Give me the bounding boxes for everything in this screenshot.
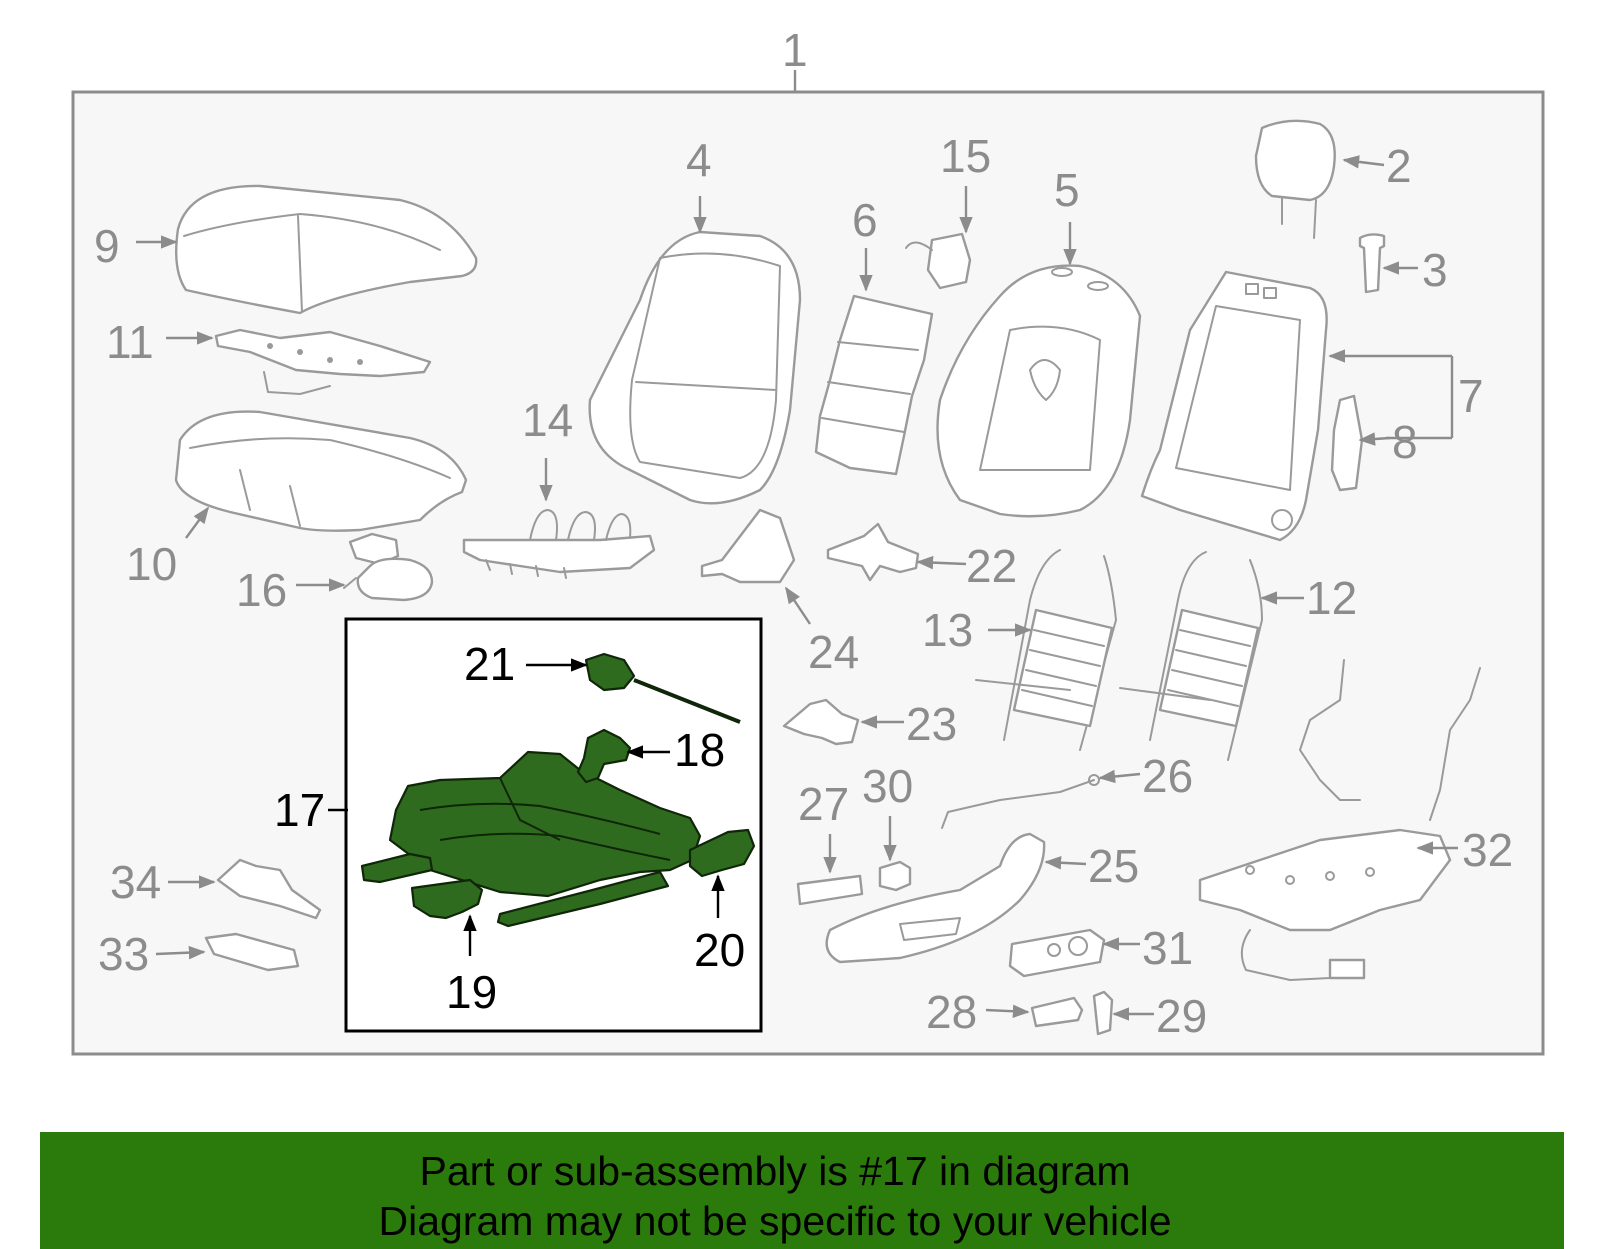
callout-30: 30: [862, 760, 913, 812]
part-17-seat-adjuster: [360, 750, 702, 928]
callout-9: 9: [94, 220, 120, 272]
part-34-bracket: [216, 858, 322, 920]
banner-text: Part or sub-assembly is #17 in diagram D…: [40, 1146, 1510, 1246]
part-23-trim: [782, 698, 860, 746]
part-29-clip: [1092, 990, 1114, 1036]
part-3-guide: [1358, 233, 1386, 294]
part-9-cushion-cover: [175, 184, 478, 315]
callout-33: 33: [98, 928, 149, 980]
callout-25: 25: [1088, 840, 1139, 892]
part-7-back-frame: [1140, 270, 1328, 542]
callout-28: 28: [926, 986, 977, 1038]
callout-29: 29: [1156, 990, 1207, 1042]
callout-15: 15: [940, 130, 991, 182]
banner-line-1: Part or sub-assembly is #17 in diagram: [419, 1148, 1131, 1194]
callout-7: 7: [1458, 370, 1484, 422]
callout-20: 20: [694, 924, 745, 976]
part-31-switch: [1008, 928, 1106, 978]
part-2-headrest: [1254, 119, 1336, 239]
part-10-cushion-pad: [174, 410, 468, 532]
part-19-motor: [410, 878, 484, 920]
callout-18: 18: [674, 724, 725, 776]
callout-22: 22: [966, 540, 1017, 592]
part-12-spring: [1119, 551, 1263, 761]
callout-26: 26: [1142, 750, 1193, 802]
part-22-trim: [826, 522, 920, 582]
callout-27: 27: [798, 778, 849, 830]
part-6-heater-mat: [814, 294, 934, 476]
callout-34: 34: [110, 856, 161, 908]
callout-3: 3: [1422, 244, 1448, 296]
callout-12: 12: [1306, 572, 1357, 624]
callout-17: 17: [274, 784, 325, 836]
part-18-motor: [576, 728, 632, 784]
callout-31: 31: [1142, 922, 1193, 974]
part-14-bracket: [462, 509, 656, 579]
callout-11: 11: [106, 316, 154, 368]
part-32-harness: [1198, 659, 1481, 981]
part-24-trim: [700, 508, 796, 584]
part-13-spring: [975, 549, 1117, 751]
part-20-motor: [688, 828, 756, 878]
banner-line-2: Diagram may not be specific to your vehi…: [378, 1198, 1172, 1244]
part-11-cushion-mat: [214, 328, 432, 395]
part-25-side-shield: [825, 832, 1046, 964]
callout-1: 1: [782, 24, 808, 76]
part-33-pad: [204, 932, 300, 972]
part-8-motor: [1330, 394, 1364, 492]
callout-32: 32: [1462, 824, 1513, 876]
callout-24: 24: [808, 626, 859, 678]
callout-4: 4: [686, 134, 712, 186]
callout-14: 14: [522, 394, 573, 446]
part-28-knob: [1030, 996, 1084, 1028]
callout-16: 16: [236, 564, 287, 616]
callout-21: 21: [464, 638, 515, 690]
callout-5: 5: [1054, 164, 1080, 216]
part-21-cable-motor: [584, 652, 741, 724]
callout-10: 10: [126, 538, 177, 590]
callout-13: 13: [922, 604, 973, 656]
callout-8: 8: [1392, 416, 1418, 468]
callouts: 1 2 3 4 5 6 7 8 9 10 11 12 13 14 15 16 1…: [94, 24, 1513, 1042]
part-27-switch: [796, 874, 864, 906]
part-30-knob: [878, 860, 912, 892]
part-5-back-pad: [936, 264, 1142, 518]
leader-lines: [136, 155, 1458, 1021]
callout-19: 19: [446, 966, 497, 1018]
part-15-lumbar: [905, 232, 972, 290]
info-banner: Part or sub-assembly is #17 in diagram D…: [40, 1132, 1564, 1249]
callout-6: 6: [852, 194, 878, 246]
callout-23: 23: [906, 698, 957, 750]
callout-2: 2: [1386, 140, 1412, 192]
part-16-module: [343, 532, 434, 602]
